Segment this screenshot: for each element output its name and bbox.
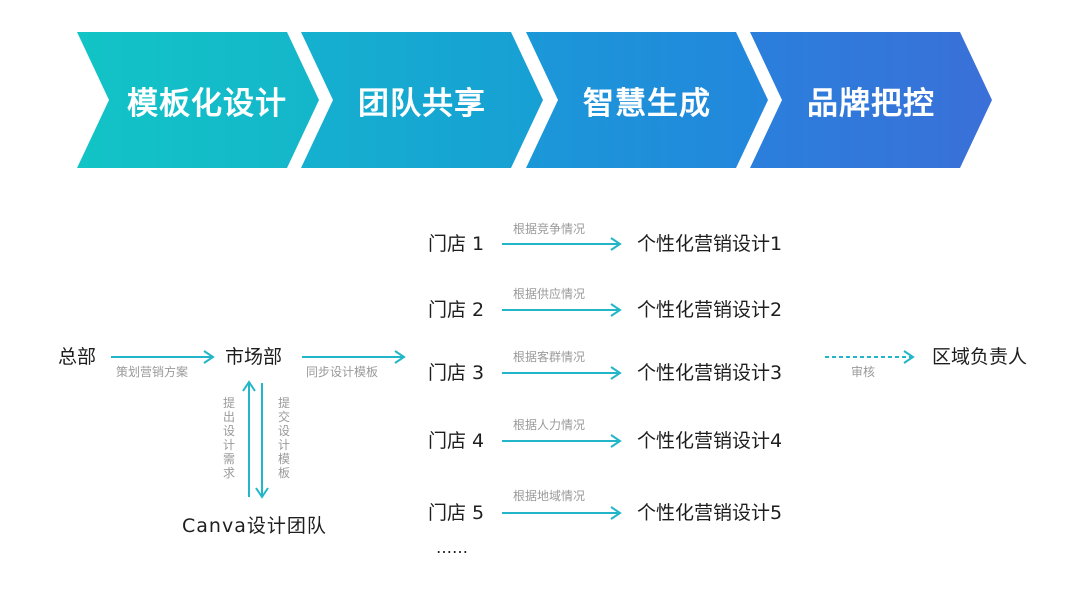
stage-label: 模板化设计 [127, 85, 287, 122]
hq-node: 总部 [58, 346, 97, 368]
stage-label: 品牌把控 [807, 85, 935, 122]
store-4-node: 门店 4 [428, 430, 485, 452]
stage-chevron-team-sharing: 团队共享 [301, 32, 543, 168]
store-2-basis-label: 根据供应情况 [513, 287, 586, 301]
hq-to-market-label: 策划营销方案 [116, 365, 189, 379]
market-to-stores-label: 同步设计模板 [306, 365, 379, 379]
arrowhead-icon [610, 237, 622, 251]
store-2-node: 门店 2 [428, 299, 485, 321]
store-1-basis-label: 根据竞争情况 [513, 222, 586, 236]
store-3-node: 门店 3 [428, 362, 485, 384]
store-1-node: 门店 1 [428, 233, 485, 255]
regional-manager-node: 区域负责人 [932, 346, 1028, 368]
arrowhead-icon [610, 366, 622, 380]
stage-label: 团队共享 [358, 85, 486, 122]
arrowhead-icon [610, 434, 622, 448]
arrowhead-icon [242, 380, 256, 392]
store-3-design: 个性化营销设计3 [637, 362, 783, 384]
store-4-design: 个性化营销设计4 [637, 430, 783, 452]
arrowhead-icon [203, 350, 215, 364]
store-5-node: 门店 5 [428, 502, 485, 524]
stage-chevron-template-design: 模板化设计 [77, 32, 319, 168]
store-4-basis-label: 根据人力情况 [513, 418, 586, 432]
review-label: 审核 [851, 365, 876, 379]
design-team-node: Canva设计团队 [182, 515, 327, 537]
arrowhead-icon [610, 303, 622, 317]
stage-chevron-smart-generation: 智慧生成 [526, 32, 768, 168]
store-2-design: 个性化营销设计2 [637, 299, 783, 321]
submit-template-label: 提交设计模板 [277, 396, 290, 480]
request-design-label: 提出设计需求 [222, 396, 235, 480]
store-1-design: 个性化营销设计1 [637, 233, 783, 255]
arrowhead-icon [394, 350, 406, 364]
market-node: 市场部 [225, 346, 283, 368]
store-3-basis-label: 根据客群情况 [513, 350, 586, 364]
arrowhead-icon [903, 350, 915, 364]
stage-chevron-brand-control: 品牌把控 [750, 32, 992, 168]
arrowhead-icon [255, 487, 269, 499]
store-5-basis-label: 根据地域情况 [513, 489, 586, 503]
stage-label: 智慧生成 [583, 85, 711, 122]
arrowhead-icon [610, 506, 622, 520]
store-5-design: 个性化营销设计5 [637, 502, 783, 524]
more-stores-ellipsis: …… [436, 538, 468, 557]
